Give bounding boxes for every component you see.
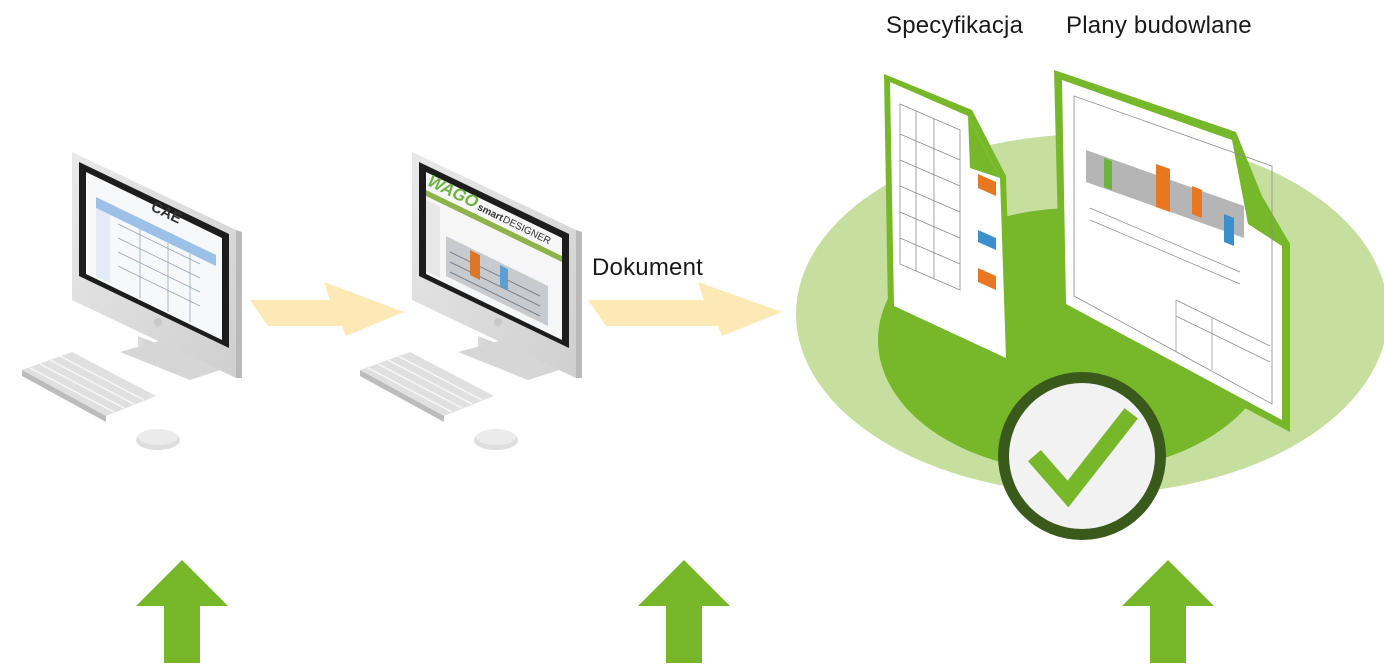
construction-plans-document (1054, 70, 1290, 432)
checkmark-icon (998, 372, 1166, 540)
arrow-up-icon (638, 560, 730, 663)
arrow-up-icon (1122, 560, 1214, 663)
arrow-up-icon (136, 560, 228, 663)
computer-smart-designer: WAGO smart DESIGNER (412, 152, 582, 380)
specification-document (884, 74, 1012, 368)
label-document: Dokument (592, 254, 703, 281)
mouse-1 (136, 429, 180, 450)
keyboard-2 (360, 352, 494, 422)
arrow-right-icon (588, 282, 782, 336)
keyboard-1 (22, 352, 156, 422)
monitor-base (120, 338, 238, 380)
arrow-right-icon (250, 282, 404, 336)
label-construction-plans: Plany budowlane (1066, 12, 1252, 39)
mouse-2 (474, 429, 518, 450)
label-specification: Specyfikacja (886, 12, 1024, 39)
computer-cae: CAE (72, 152, 242, 380)
